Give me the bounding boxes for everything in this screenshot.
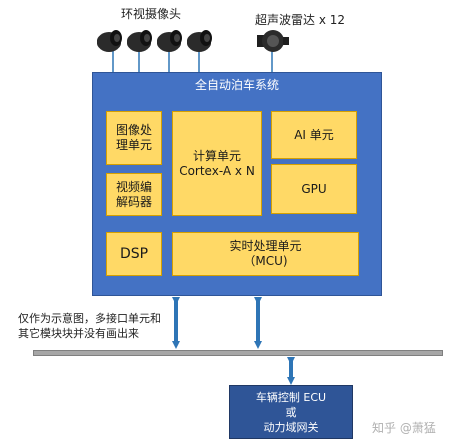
image-processing-label-2: 理单元 bbox=[115, 138, 152, 152]
gpu-label: GPU bbox=[301, 181, 327, 196]
mcu-label-2: （MCU) bbox=[243, 254, 288, 268]
radar-label: 超声波雷达 x 12 bbox=[255, 13, 346, 27]
compute-label-1: 计算单元 bbox=[192, 148, 241, 163]
note-line-1: 仅作为示意图，多接口单元和 bbox=[18, 312, 161, 325]
note-line-2: 其它模块块并没有画出来 bbox=[18, 327, 139, 340]
image-processing-label-1: 图像处 bbox=[115, 123, 152, 137]
ultrasonic-radar-icon bbox=[257, 30, 289, 52]
watermark: 知乎 @萧猛 bbox=[372, 421, 436, 435]
soc-title: 全自动泊车系统 bbox=[194, 78, 279, 92]
image-processing-block: 图像处 理单元 bbox=[106, 111, 162, 165]
ai-label: AI 单元 bbox=[294, 127, 334, 142]
gpu-block: GPU bbox=[271, 164, 357, 214]
camera-icon bbox=[157, 30, 182, 52]
ecu-box: 车辆控制 ECU 或 动力域网关 bbox=[229, 385, 353, 439]
video-codec-label-1: 视频编 bbox=[115, 179, 152, 194]
camera-icon bbox=[97, 30, 122, 52]
ecu-label-2: 或 bbox=[285, 405, 297, 419]
camera-label: 环视摄像头 bbox=[121, 7, 182, 21]
dsp-block: DSP bbox=[106, 232, 162, 276]
compute-block: 计算单元 Cortex-A x N bbox=[172, 111, 262, 216]
ai-block: AI 单元 bbox=[271, 111, 357, 159]
mcu-label-1: 实时处理单元 bbox=[229, 239, 302, 253]
ecu-label-1: 车辆控制 ECU bbox=[255, 390, 327, 404]
video-codec-label-2: 解码器 bbox=[115, 194, 152, 209]
dsp-label: DSP bbox=[119, 245, 149, 262]
ecu-label-3: 动力域网关 bbox=[263, 420, 319, 434]
vehicle-bus bbox=[33, 350, 443, 356]
camera-icon bbox=[127, 30, 152, 52]
video-codec-block: 视频编 解码器 bbox=[106, 173, 162, 216]
compute-label-2: Cortex-A x N bbox=[179, 163, 255, 178]
diagram-note: 仅作为示意图，多接口单元和 其它模块块并没有画出来 bbox=[18, 311, 161, 341]
camera-icon bbox=[187, 30, 212, 52]
mcu-block: 实时处理单元 （MCU) bbox=[172, 232, 359, 276]
